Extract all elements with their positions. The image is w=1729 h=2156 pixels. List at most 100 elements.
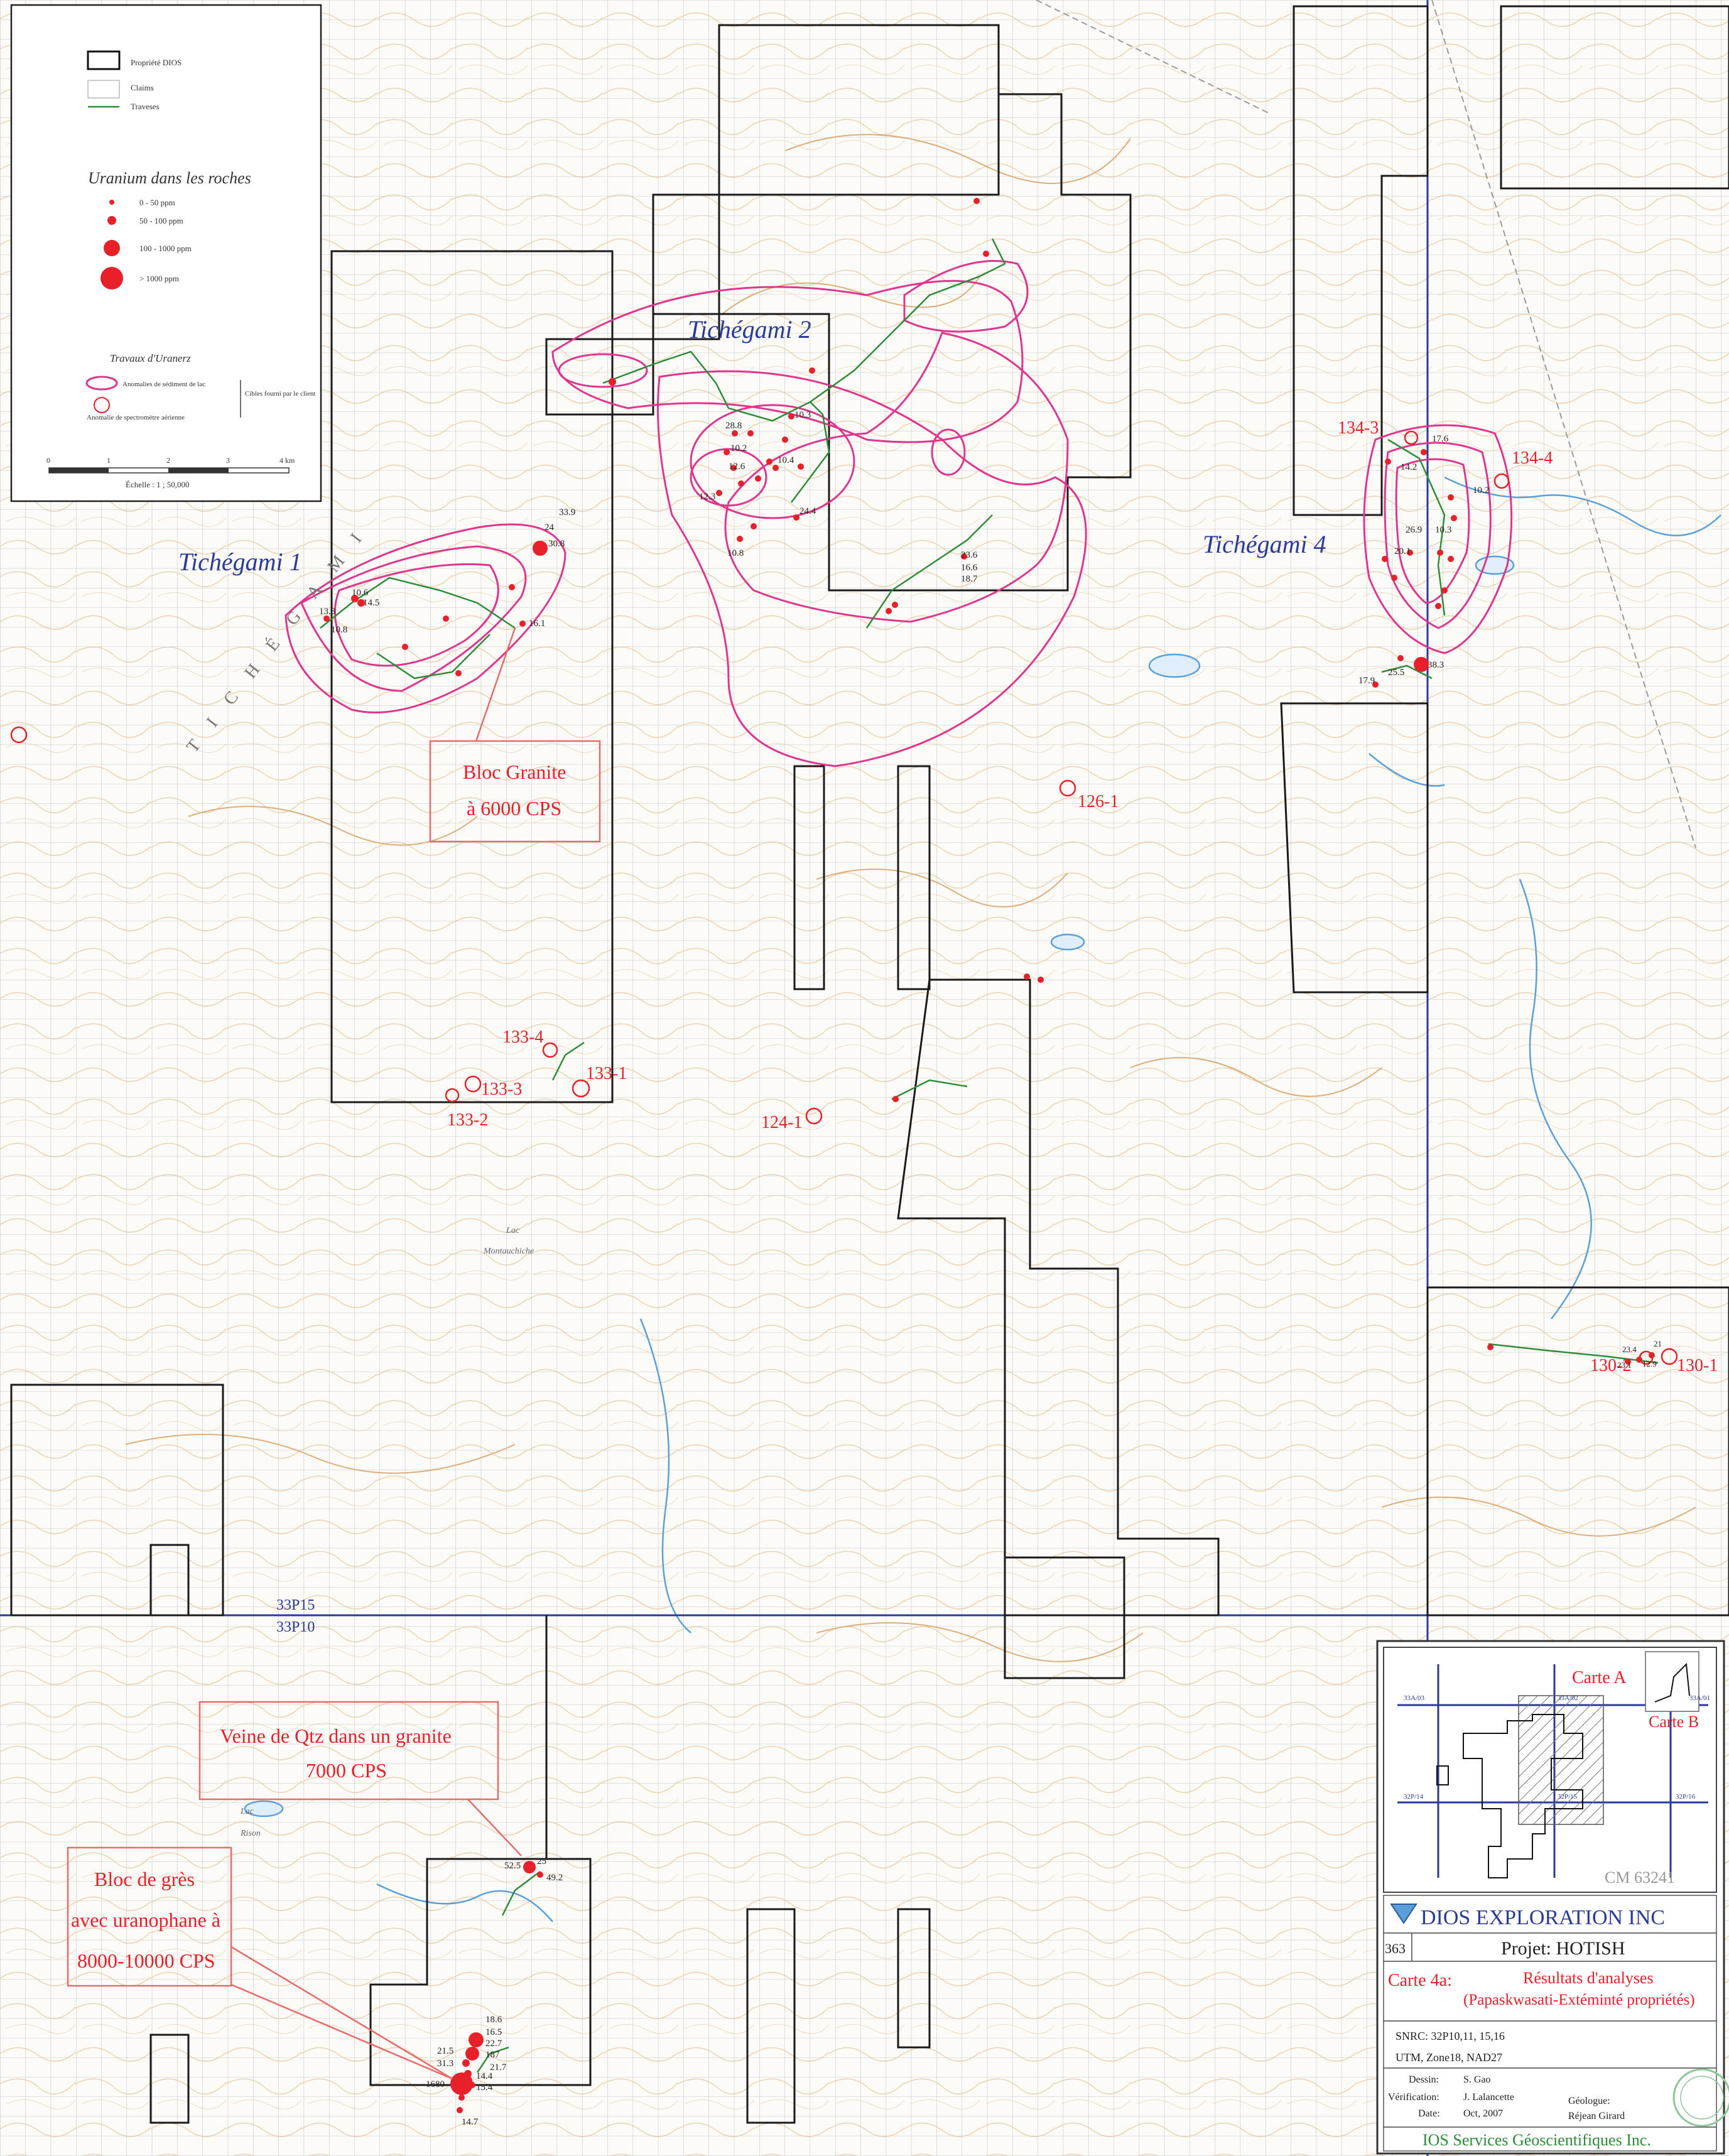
legend-dot-over-1000	[100, 267, 123, 290]
value-label: 23.4	[1622, 1345, 1637, 1354]
sample-dot	[462, 2059, 470, 2067]
callout-veine-qtz-line-2: 7000 CPS	[306, 1759, 387, 1782]
callout-veine-qtz: Veine de Qtz dans un granite 7000 CPS	[198, 1701, 522, 1856]
legend-traverse-label: Traveses	[131, 102, 160, 111]
target-134-3: 134-3	[1338, 418, 1379, 438]
date-value: Oct, 2007	[1463, 2108, 1503, 2119]
sample-dot	[450, 2072, 473, 2095]
value-label: 14.2	[1401, 462, 1417, 472]
sample-dot	[983, 251, 989, 257]
target-134-4: 134-4	[1512, 448, 1553, 468]
sample-dot	[1421, 449, 1427, 455]
value-label: 17.6	[1432, 434, 1449, 444]
sample-dot	[509, 584, 515, 590]
sample-dot	[469, 2082, 475, 2088]
sample-dot	[1451, 515, 1457, 521]
sample-dot	[1435, 603, 1441, 609]
date-label: Date:	[1418, 2108, 1440, 2119]
geologue-label: Géologue:	[1568, 2096, 1610, 2106]
value-label: 10.8	[727, 548, 744, 558]
area-label-tichegami-2: Tichégami 2	[688, 315, 811, 344]
legend-lake-anomaly-label: Anomalies de sédiment de lac	[122, 381, 205, 388]
value-label: 23.1	[1617, 1360, 1632, 1370]
sample-dot	[523, 1861, 536, 1873]
company-name: DIOS EXPLORATION INC	[1421, 1906, 1665, 1929]
value-label: 25.5	[1388, 668, 1404, 678]
sample-dot	[772, 465, 779, 471]
inset-sheet-33a02: 33A/02	[1558, 1694, 1578, 1702]
value-label: 10.2	[730, 443, 747, 453]
target-133-2: 133-2	[447, 1110, 488, 1130]
sample-dot	[766, 458, 772, 465]
sample-dot	[892, 1096, 899, 1102]
scale-text: Échelle : 1 ; 50,000	[126, 480, 189, 489]
sample-dot	[1414, 657, 1429, 672]
value-label: 10.3	[794, 410, 811, 420]
sample-dot	[1437, 550, 1443, 556]
value-label: 10.8	[331, 625, 347, 635]
verif-label: Vérification:	[1388, 2092, 1439, 2103]
contour-lines	[125, 134, 1696, 1662]
sample-dot	[469, 2032, 484, 2047]
value-label: 18.7	[961, 574, 978, 584]
sample-dot	[1407, 550, 1413, 556]
value-label: 17.9	[1358, 676, 1375, 686]
value-label: 187	[485, 2050, 500, 2060]
carte-title: Résultats d'analyses	[1523, 1969, 1654, 1987]
value-label: 52.5	[504, 1861, 521, 1871]
value-label: 16.1	[529, 619, 545, 629]
place-lac-rison: Lac Rison	[240, 1807, 261, 1838]
sample-dot	[455, 670, 462, 676]
sample-dot	[788, 413, 794, 420]
lake-sediment-anomalies	[285, 260, 1513, 767]
project-number: 363	[1385, 1941, 1406, 1956]
sample-dot	[886, 608, 892, 614]
sample-dot	[1636, 1357, 1642, 1363]
title-block: Carte A Carte B 33A/03 33A/02 32P/14 32P…	[1376, 1640, 1729, 2155]
value-label: 24	[545, 523, 555, 533]
value-label: 49.2	[546, 1873, 563, 1883]
sample-dot	[1448, 494, 1454, 501]
value-label: 10.6	[352, 588, 369, 598]
value-label: 15.4	[476, 2083, 493, 2093]
sample-dot	[1391, 575, 1397, 581]
value-label: 16.5	[485, 2027, 502, 2037]
inset-sheet-33a03: 33A/03	[1404, 1694, 1425, 1702]
carte-label: Carte 4a:	[1388, 1971, 1452, 1990]
area-label-tichegami-4: Tichégami 4	[1203, 530, 1326, 558]
snrc: SNRC: 32P10,11, 15,16	[1396, 2030, 1505, 2042]
value-label: 1680	[426, 2079, 445, 2089]
target-133-4: 133-4	[502, 1027, 543, 1047]
callout-veine-qtz-line-1: Veine de Qtz dans un granite	[220, 1725, 452, 1747]
callout-bloc-granite-line-2: à 6000 CPS	[467, 797, 561, 820]
scale-tick-2: 2	[166, 456, 170, 465]
target-labels: 133-4 133-3 133-2 133-1 124-1 126-1 134-…	[447, 418, 1718, 1375]
legend-class-2: 50 - 100 ppm	[139, 216, 183, 225]
sample-dot	[351, 595, 359, 602]
legend-target-note: Cibles fourni par le client	[245, 390, 315, 398]
value-label: 31.3	[437, 2059, 453, 2069]
sample-dot	[537, 1872, 543, 1878]
sheet-label-33p10: 33P10	[276, 1619, 315, 1635]
inset-carte-a: Carte A	[1572, 1668, 1627, 1687]
callout-bloc-gres-line-3: 8000-10000 CPS	[77, 1949, 215, 1972]
inset-location-map: Carte A Carte B 33A/03 33A/02 32P/14 32P…	[1383, 1647, 1717, 1893]
sample-dot	[732, 430, 738, 436]
geologist-seal	[1672, 2068, 1729, 2127]
legend-property-label: Propriété DIOS	[131, 58, 182, 67]
legend-dot-50-100	[107, 216, 116, 225]
target-133-3: 133-3	[481, 1080, 522, 1099]
sample-dot	[1385, 458, 1391, 465]
inset-carte-b: Carte B	[1649, 1713, 1699, 1731]
scale-tick-1: 1	[107, 456, 111, 465]
company-logo-icon	[1390, 1904, 1417, 1924]
value-label: 21.5	[437, 2046, 453, 2056]
target-133-1: 133-1	[586, 1064, 627, 1083]
sample-dot	[751, 523, 757, 529]
sample-dot	[737, 536, 743, 542]
legend-claims-label: Claims	[131, 83, 154, 92]
sample-values: 33.9 24 30.8 10.6 13.3 14.5 10.8 16.1 10…	[319, 410, 1662, 2127]
sample-dot	[519, 620, 526, 627]
target-126-1: 126-1	[1078, 792, 1119, 811]
value-label: 26.9	[1406, 525, 1422, 535]
